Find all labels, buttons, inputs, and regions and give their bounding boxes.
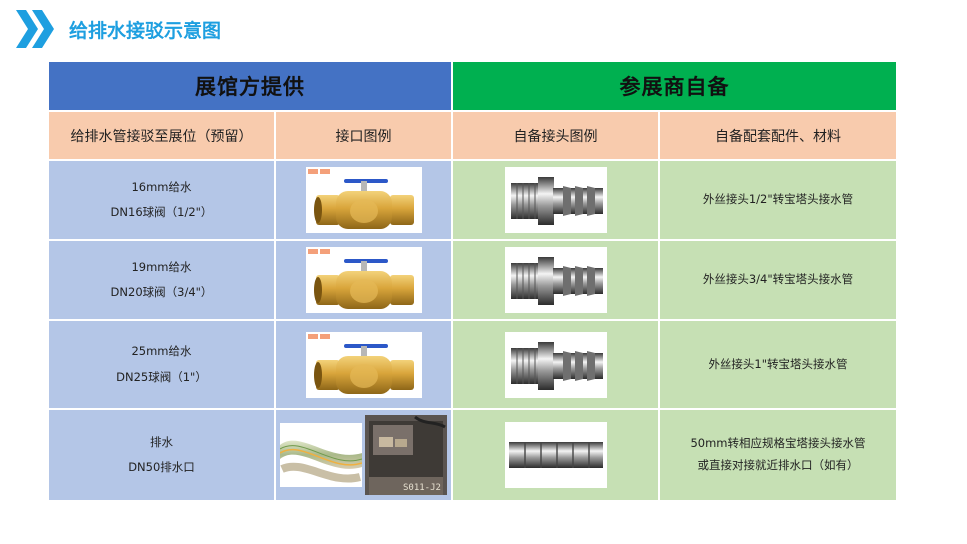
row-2-interface-image <box>276 241 451 319</box>
row-2-accessory: 外丝接头3/4"转宝塔头接水管 <box>660 241 896 319</box>
row-4-spec: 排水 DN50排水口 <box>49 410 274 500</box>
column-header-reserved: 给排水管接驳至展位（预留） <box>49 112 274 159</box>
hose-barb-fitting-icon <box>505 422 607 488</box>
brass-ball-valve-icon <box>306 167 422 233</box>
row-4-connector-image <box>453 410 658 500</box>
double-chevron-icon <box>16 10 54 48</box>
row-3-valve-label: DN25球阀（1"） <box>116 369 207 384</box>
row-4-accessory-line-2: 或直接对接就近排水口（如有） <box>697 458 859 472</box>
column-header-connector-image: 自备接头图例 <box>453 112 658 159</box>
row-3-interface-image <box>276 321 451 408</box>
row-3-spec: 25mm给水 DN25球阀（1"） <box>49 321 274 408</box>
row-1-connector-image <box>453 161 658 239</box>
drain-label-text: S011-J2 <box>403 483 441 493</box>
group-exhibitor-label: 参展商自备 <box>619 75 730 99</box>
row-4-interface-image: S011-J2 <box>276 410 451 500</box>
group-provider-label: 展馆方提供 <box>195 75 305 99</box>
row-4-accessory: 50mm转相应规格宝塔接头接水管 或直接对接就近排水口（如有） <box>660 410 896 500</box>
page-title: 给排水接驳示意图 <box>69 20 222 42</box>
row-1-valve-label: DN16球阀（1/2"） <box>110 205 213 219</box>
row-4-drain-label: DN50排水口 <box>128 460 195 474</box>
floor-drain-icon: S011-J2 <box>365 415 447 495</box>
brass-ball-valve-icon <box>306 332 422 398</box>
hose-barb-fitting-icon <box>505 247 607 313</box>
row-3-connector-image <box>453 321 658 408</box>
row-1-interface-image <box>276 161 451 239</box>
row-3-accessory: 外丝接头1"转宝塔头接水管 <box>660 321 896 408</box>
row-2-spec: 19mm给水 DN20球阀（3/4"） <box>49 241 274 319</box>
row-3-size-label: 25mm给水 <box>131 344 192 358</box>
column-header-accessories: 自备配套配件、材料 <box>660 112 896 159</box>
group-header-exhibitor: 参展商自备 <box>453 62 896 110</box>
row-1-spec: 16mm给水 DN16球阀（1/2"） <box>49 161 274 239</box>
row-4-size-label: 排水 <box>150 434 173 449</box>
row-4-accessory-line-1: 50mm转相应规格宝塔接头接水管 <box>690 436 866 451</box>
connection-table: 展馆方提供 参展商自备 给排水管接驳至展位（预留） 接口图例 自备接头图例 自备… <box>49 62 896 500</box>
drain-photos: S011-J2 <box>280 415 447 495</box>
row-2-valve-label: DN20球阀（3/4"） <box>110 285 213 299</box>
row-1-accessory: 外丝接头1/2"转宝塔头接水管 <box>660 161 896 239</box>
column-header-interface-image: 接口图例 <box>276 112 451 159</box>
row-1-size-label: 16mm给水 <box>131 179 192 194</box>
row-2-connector-image <box>453 241 658 319</box>
hose-barb-fitting-icon <box>505 332 607 398</box>
reinforced-hose-icon <box>280 423 362 487</box>
group-header-provider: 展馆方提供 <box>49 62 451 110</box>
hose-barb-fitting-icon <box>505 167 607 233</box>
row-2-size-label: 19mm给水 <box>131 259 192 274</box>
brass-ball-valve-icon <box>306 247 422 313</box>
